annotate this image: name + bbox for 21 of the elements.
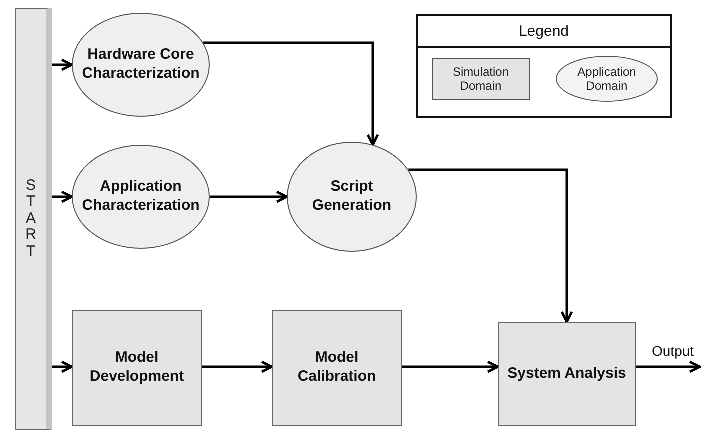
start-label: START — [24, 178, 38, 260]
arrow — [402, 360, 500, 374]
legend-title: Legend — [418, 16, 670, 48]
legend-entry: Application Domain — [556, 56, 658, 102]
legend-entry: Simulation Domain — [432, 58, 530, 100]
arrow — [52, 190, 74, 204]
process-box: Model Development — [72, 310, 202, 426]
arrow — [210, 190, 288, 204]
arrow — [204, 42, 380, 146]
process-box: Model Calibration — [272, 310, 402, 426]
arrow — [636, 360, 702, 374]
arrow — [52, 360, 74, 374]
arrow — [408, 168, 574, 324]
arrow — [202, 360, 274, 374]
arrow — [52, 58, 74, 72]
start-bar — [15, 8, 52, 430]
process-ellipse: Hardware Core Characterization — [72, 13, 210, 117]
process-box: System Analysis — [498, 322, 636, 426]
edge-label: Output — [652, 343, 694, 359]
process-ellipse: Script Generation — [287, 142, 417, 252]
process-ellipse: Application Characterization — [72, 145, 210, 249]
